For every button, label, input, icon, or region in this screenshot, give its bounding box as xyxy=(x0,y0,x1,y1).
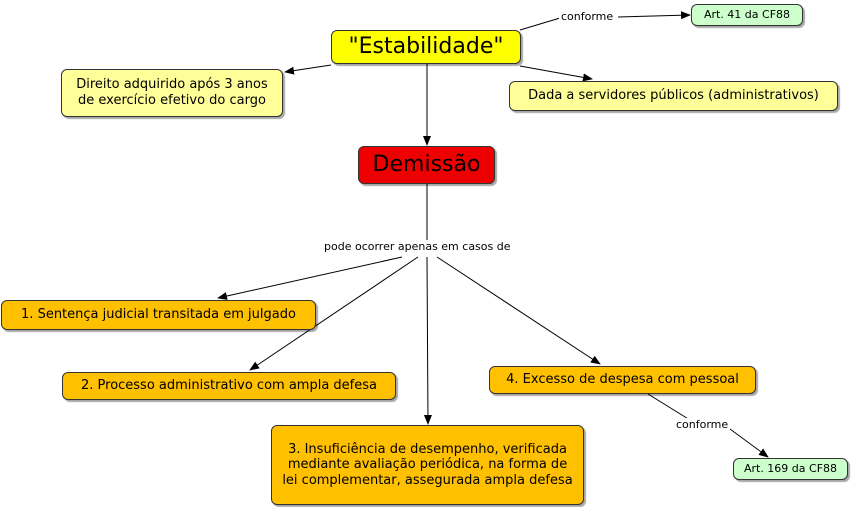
node-direito[interactable]: Direito adquirido após 3 anos de exercíc… xyxy=(61,69,283,117)
node-caso3[interactable]: 3. Insuficiência de desempenho, verifica… xyxy=(271,425,584,505)
node-demissao[interactable]: Demissão xyxy=(358,146,495,184)
edge-label-conforme-top: conforme xyxy=(559,10,616,23)
edge-casos-3 xyxy=(423,256,432,425)
node-demissao-label: Demissão xyxy=(372,151,481,177)
node-servidores[interactable]: Dada a servidores públicos (administrati… xyxy=(509,81,838,111)
node-caso1-label: 1. Sentença judicial transitada em julga… xyxy=(21,307,296,323)
node-caso1[interactable]: 1. Sentença judicial transitada em julga… xyxy=(1,300,316,330)
node-art41[interactable]: Art. 41 da CF88 xyxy=(691,4,803,26)
edge-casos-4 xyxy=(436,256,601,365)
edge-label-conforme-bottom: conforme xyxy=(674,418,731,431)
edge-estabilidade-conforme xyxy=(519,17,561,31)
node-estabilidade-label: "Estabilidade" xyxy=(348,33,504,59)
edge-conforme-art169 xyxy=(729,428,769,458)
node-art169[interactable]: Art. 169 da CF88 xyxy=(733,458,848,480)
edge-casos-2 xyxy=(249,256,419,371)
edge-estabilidade-direito xyxy=(284,64,332,75)
edge-casos-1 xyxy=(217,256,403,300)
edge-estabilidade-servidores xyxy=(519,65,593,82)
node-art169-label: Art. 169 da CF88 xyxy=(743,462,838,476)
edge-conforme-art41 xyxy=(617,11,691,20)
node-caso3-label: 3. Insuficiência de desempenho, verifica… xyxy=(282,441,573,488)
edge-caso4-conforme xyxy=(647,393,691,421)
node-caso2-label: 2. Processo administrativo com ampla def… xyxy=(80,378,377,394)
edge-label-casos: pode ocorrer apenas em casos de xyxy=(322,240,513,253)
node-estabilidade[interactable]: "Estabilidade" xyxy=(331,30,521,64)
node-caso2[interactable]: 2. Processo administrativo com ampla def… xyxy=(62,372,396,400)
node-direito-label: Direito adquirido após 3 anos de exercíc… xyxy=(76,77,268,108)
node-caso4[interactable]: 4. Excesso de despesa com pessoal xyxy=(489,366,756,394)
node-caso4-label: 4. Excesso de despesa com pessoal xyxy=(506,372,739,388)
node-art41-label: Art. 41 da CF88 xyxy=(703,8,791,22)
node-servidores-label: Dada a servidores públicos (administrati… xyxy=(528,88,819,104)
